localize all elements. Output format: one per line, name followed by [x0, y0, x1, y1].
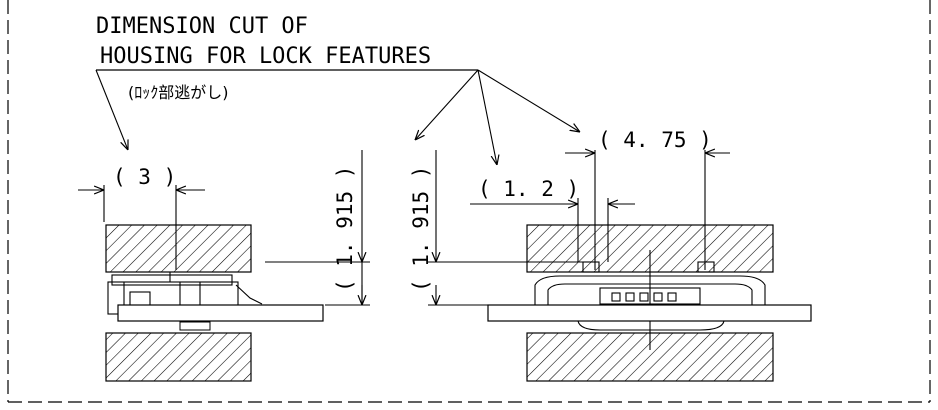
right-small-dim: ( 1. 2 ) [478, 177, 579, 201]
callout-line1: DIMENSION CUT OF [96, 14, 308, 39]
right-top-dim: ( 4. 75 ) [598, 128, 712, 152]
left-top-housing [105, 224, 252, 273]
sheet-border [7, 0, 931, 403]
left-view: ( 3 ) ( 1. 915 ) [78, 150, 370, 382]
left-pcb [117, 304, 324, 322]
callout-japanese: (ﾛｯｸ部逃がし) [128, 83, 229, 102]
left-height-dim: ( 1. 915 ) [333, 166, 357, 292]
left-bottom-housing [105, 332, 252, 382]
right-height-dim: ( 1. 915 ) [409, 166, 433, 292]
left-width-dim: ( 3 ) [113, 165, 176, 189]
leader-lines [95, 69, 580, 165]
right-pcb [487, 304, 812, 322]
callout-line2: HOUSING FOR LOCK FEATURES [100, 44, 431, 69]
right-view: ( 4. 75 ) ( 1. 2 ) ( 1. 915 ) [409, 128, 812, 382]
